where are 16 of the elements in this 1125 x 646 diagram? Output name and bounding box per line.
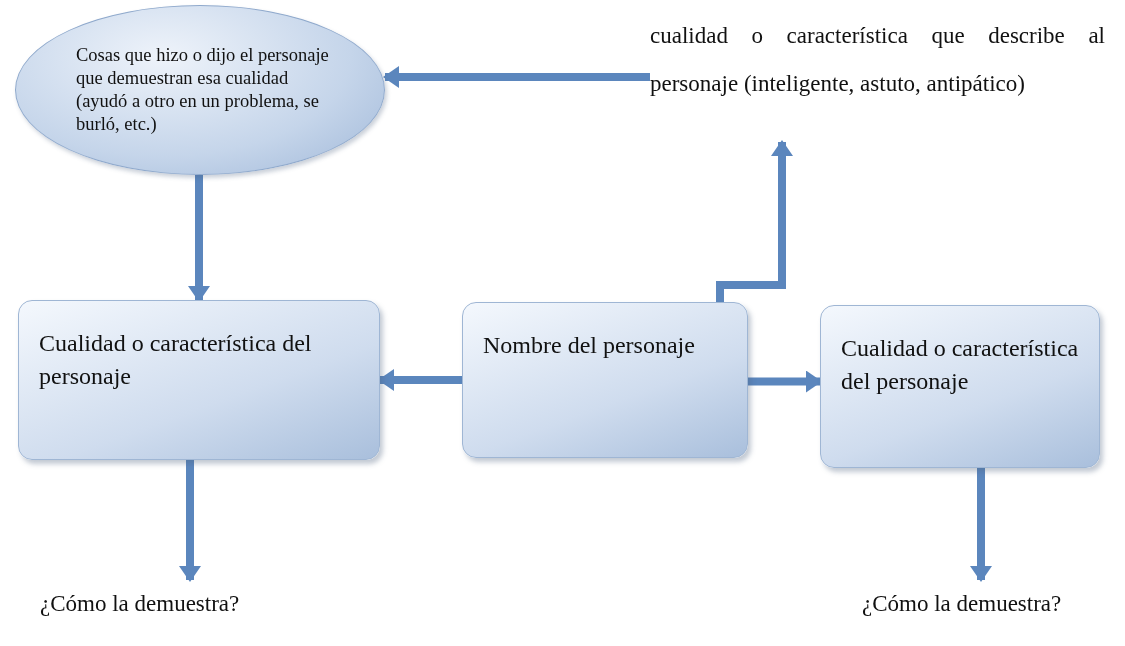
process-box	[18, 300, 380, 460]
node-label: Cualidad o característica del personaje	[841, 334, 1079, 396]
node-label: Cosas que hizo o dijo el personaje que demuestran esa cualidad (ayudó a otro en un problema, se burló, etc.)	[76, 44, 330, 136]
node-label: ¿Cómo la demuestra?	[862, 590, 1062, 618]
arrow	[378, 369, 462, 391]
node-label: Nombre del personaje	[483, 331, 695, 360]
arrow	[716, 140, 793, 302]
process-box	[462, 302, 748, 458]
arrow	[179, 460, 201, 582]
arrow	[748, 370, 822, 393]
node-label: ¿Cómo la demuestra?	[40, 590, 240, 618]
node-label: cualidad o característica que describe al personaje (inteligente, astuto, antipático)	[650, 22, 1105, 98]
arrow	[188, 175, 210, 302]
arrow	[970, 468, 992, 582]
process-box	[820, 305, 1100, 468]
node-label: Cualidad o característica del personaje	[39, 329, 313, 391]
